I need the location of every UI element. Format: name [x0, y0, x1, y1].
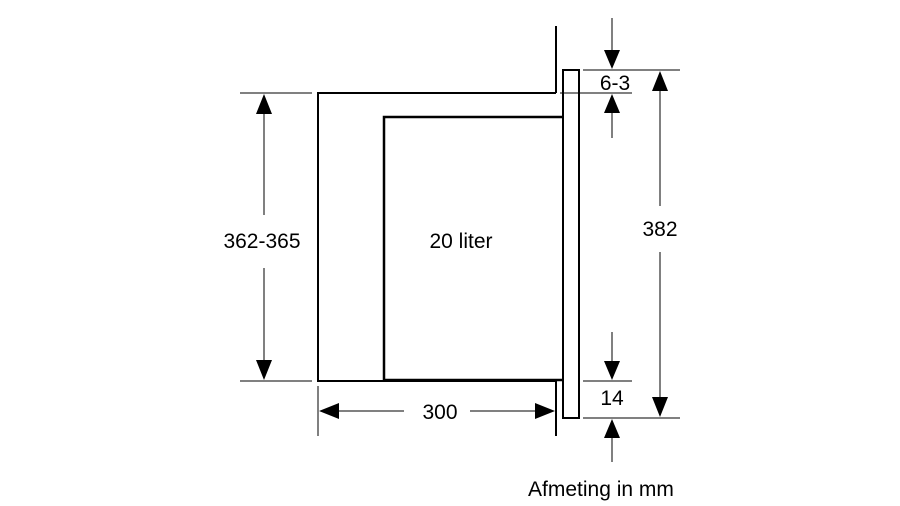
bottom-gap-dimension [583, 332, 632, 462]
top-gap-dimension [560, 18, 632, 138]
cavity-height-label: 362-365 [223, 230, 300, 253]
cavity-height-dimension [240, 92, 312, 382]
front-height-label: 382 [642, 218, 677, 241]
front-panel [562, 69, 580, 419]
volume-label: 20 liter [429, 230, 492, 253]
front-height-dimension [583, 69, 680, 419]
appliance-body [382, 115, 562, 382]
units-caption: Afmeting in mm [528, 478, 674, 501]
bottom-gap-label: 14 [600, 387, 624, 410]
depth-dimension [317, 386, 555, 436]
top-gap-label: 6-3 [600, 72, 630, 95]
depth-label: 300 [422, 401, 457, 424]
